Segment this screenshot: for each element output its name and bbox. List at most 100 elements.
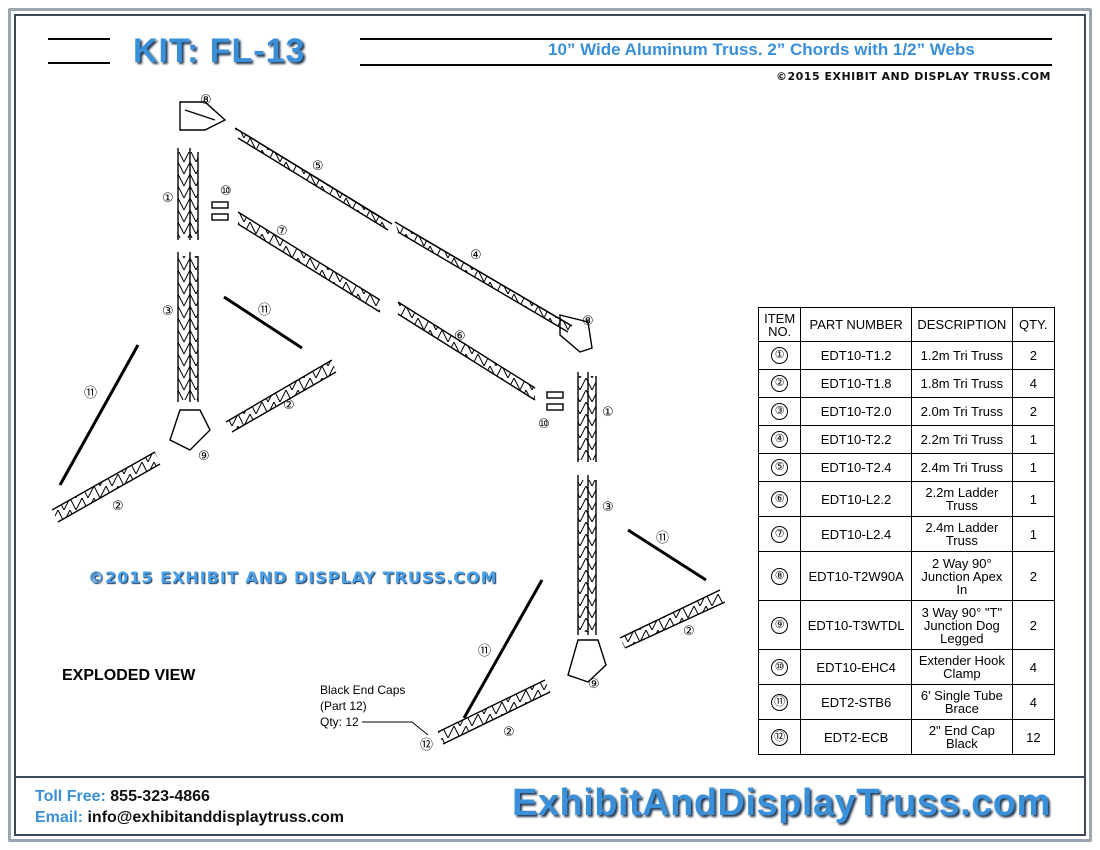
toll-free-number[interactable]: 855-323-4866 (110, 788, 210, 805)
bom-part-number: EDT10-T1.2 (800, 341, 913, 370)
bom-item-number: ⑦ (757, 516, 802, 552)
callout-8-top-right: ⑧ (582, 314, 594, 329)
truss-left-upper (177, 148, 199, 240)
truss-parts (51, 101, 726, 745)
header-rule-right-top (360, 38, 1052, 40)
callout-3-right: ③ (602, 500, 614, 515)
bom-part-number: EDT10-T2.0 (800, 397, 913, 426)
callout-3-left: ③ (162, 304, 174, 319)
callout-10-left: ⑩ (220, 184, 232, 199)
truss-right-lower (577, 475, 597, 635)
callout-2-right-outer: ② (503, 725, 515, 740)
callout-10-right: ⑩ (538, 417, 550, 432)
bom-part-number: EDT2-STB6 (800, 684, 913, 720)
ladder-truss-6 (397, 301, 536, 401)
item-number-badge: ⑩ (771, 658, 789, 676)
bom-quantity: 2 (1011, 341, 1056, 370)
brand-website[interactable]: ExhibitAndDisplayTruss.com (512, 782, 1051, 824)
bom-header-item-line: ITEM (764, 310, 796, 326)
item-number-badge: ⑨ (771, 616, 789, 634)
contact-info: Toll Free: 855-323-4866 Email: info@exhi… (35, 786, 344, 828)
bom-header-row: ITEM NO. PART NUMBER DESCRIPTION QTY. (757, 307, 1056, 342)
bom-part-number: EDT10-T2.2 (800, 425, 913, 454)
kit-title: KIT: FL-13 (133, 32, 306, 70)
callout-11-right: ⑪ (656, 531, 669, 546)
callout-6: ⑥ (454, 329, 466, 344)
header-rule-right-bottom (360, 64, 1052, 66)
extender-clamps (211, 201, 564, 411)
bom-quantity: 1 (1011, 516, 1056, 552)
bom-description-line: Black (945, 736, 978, 751)
callout-2-left-outer: ② (112, 499, 124, 514)
callout-2-right-inner: ② (683, 624, 695, 639)
footer-divider (16, 776, 1084, 778)
bom-item-number: ④ (757, 425, 802, 454)
bom-description: 2.0m Tri Truss (911, 397, 1013, 426)
bom-description: 1.8m Tri Truss (911, 369, 1013, 398)
bom-description-line: Truss (945, 533, 978, 548)
bom-item-number: ⑥ (757, 481, 802, 517)
item-number-badge: ① (771, 347, 789, 364)
bom-header-part: PART NUMBER (800, 307, 913, 342)
outer-frame (8, 8, 1092, 842)
bom-part-number: EDT10-T2W90A (800, 551, 913, 601)
callout-2-left-inner: ② (283, 398, 295, 413)
item-number-badge: ③ (771, 403, 789, 420)
callout-9-right: ⑨ (588, 677, 600, 692)
bom-part-number: EDT10-T1.8 (800, 369, 913, 398)
part-callouts: ⑧ ⑤ ⑩ ① ⑦ ④ ⑪ ③ ⑧ ⑥ ⑪ ② ① ⑩ ⑨ ② ③ ⑪ ⑪ ② … (84, 93, 695, 753)
bom-quantity: 1 (1011, 453, 1056, 482)
end-caps-note-line: (Part 12) (320, 699, 367, 713)
header-rule-left-top (48, 38, 110, 40)
bom-description-line: Junction Apex (921, 568, 1003, 584)
bom-item-number: ⑫ (757, 719, 802, 755)
callout-9-left: ⑨ (198, 449, 210, 464)
inner-frame (14, 14, 1086, 836)
truss-top-right (394, 221, 573, 333)
bom-description-line: 1.8m Tri Truss (920, 376, 1004, 391)
bom-quantity: 2 (1011, 397, 1056, 426)
toll-free-label: Toll Free: (35, 788, 106, 805)
truss-right-upper (577, 372, 597, 462)
email-address[interactable]: info@exhibitanddisplaytruss.com (87, 809, 344, 826)
callout-1-left: ① (162, 191, 174, 206)
bom-description: 1.2m Tri Truss (911, 341, 1013, 370)
bom-part-number: EDT10-L2.4 (800, 516, 913, 552)
callout-11-left: ⑪ (84, 386, 97, 401)
bom-quantity: 4 (1011, 369, 1056, 398)
callout-7: ⑦ (276, 224, 288, 239)
bom-description-line: In (956, 581, 968, 597)
bom-header-item: ITEM NO. (757, 307, 802, 342)
item-number-badge: ⑥ (771, 490, 789, 508)
bom-header-description: DESCRIPTION (911, 307, 1013, 342)
bom-item-number: ⑨ (757, 600, 802, 650)
junction-bottom-right (567, 639, 607, 683)
bom-part-number: EDT10-EHC4 (800, 649, 913, 685)
ladder-truss-7 (237, 211, 381, 313)
bom-quantity: 1 (1011, 481, 1056, 517)
bom-description-line: Clamp (943, 666, 981, 681)
bom-part-number: EDT2-ECB (800, 719, 913, 755)
bom-item-number: ① (757, 341, 802, 370)
bom-description-line: 2" End Cap (928, 723, 995, 738)
header-rule-left-bottom (48, 62, 110, 64)
bom-quantity: 2 (1011, 551, 1056, 601)
bom-quantity: 4 (1011, 649, 1056, 685)
bom-part-number: EDT10-T2.4 (800, 453, 913, 482)
callout-1-right: ① (602, 405, 614, 420)
copyright-notice: ©2015 EXHIBIT AND DISPLAY TRUSS.COM (776, 70, 1052, 83)
bom-description-line: 2.2m Ladder (925, 485, 999, 500)
